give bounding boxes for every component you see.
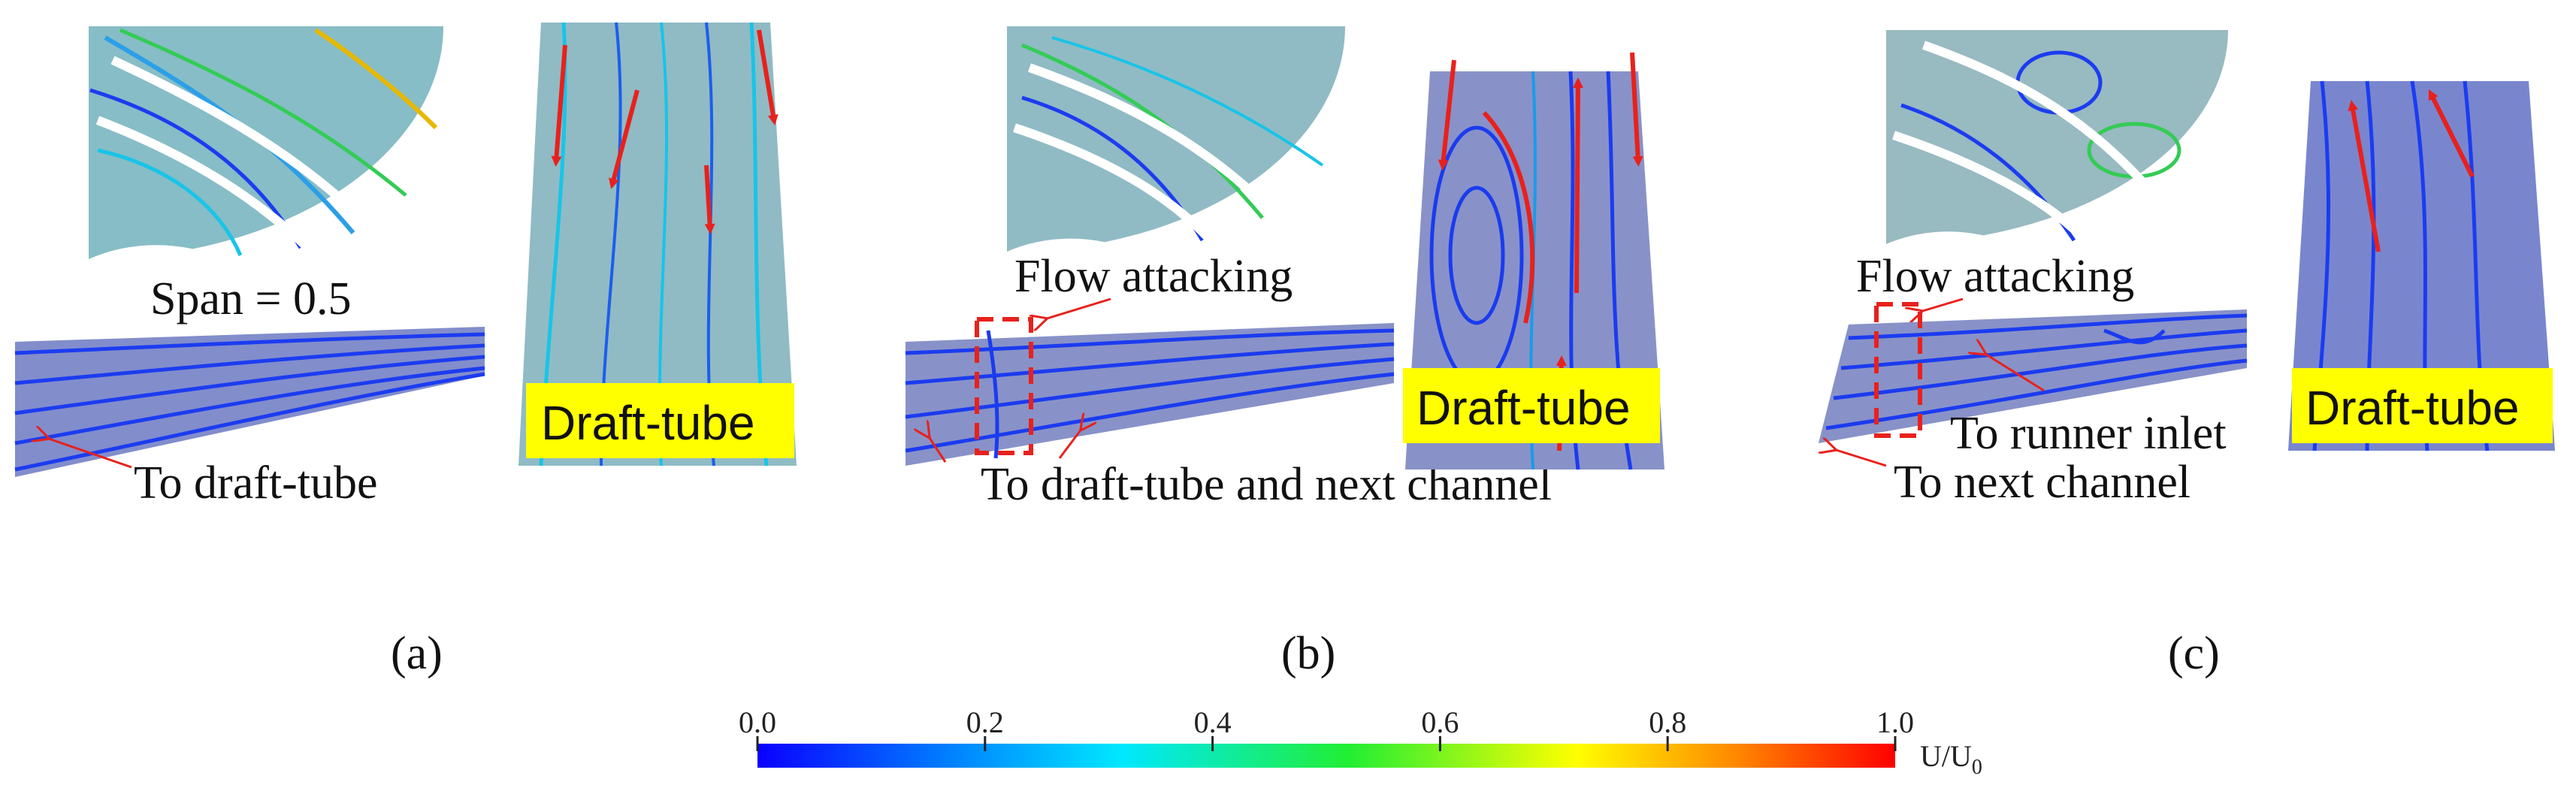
panel-c: Flow attacking To runner inlet To next c… [1819,30,2555,679]
draft-tube-label-c: Draft-tube [2305,381,2520,435]
to-runner-inlet-label: To runner inlet [1950,408,2227,459]
runner-sector-a [89,26,443,259]
panel-b: Flow attacking To draft-tube and next ch… [905,26,1664,679]
arrow-to-draft-tube [47,438,132,469]
colorbar-gradient [757,744,1895,768]
colorbar-tick-label: 0.4 [1194,705,1232,739]
draft-tube-box-a [526,383,794,458]
draft-tube-label-b: Draft-tube [1416,381,1631,435]
panel-letter-a: (a) [391,628,443,679]
draft-tube-a [519,22,797,466]
passage-b [905,317,1395,466]
flow-attacking-label-b: Flow attacking [1014,251,1293,302]
to-draft-tube-label: To draft-tube [134,457,377,509]
panel-a: Span = 0.5 To draft-tube D [14,22,797,679]
to-next-channel-label: To next channel [1894,457,2191,508]
draft-tube-box-b [1403,368,1660,443]
draft-tube-box-c [2292,368,2553,443]
draft-tube-c [2288,80,2555,451]
colorbar: 0.0 0.2 0.4 0.6 0.8 1.0 U/U0 [739,705,1982,779]
span-label: Span = 0.5 [150,273,351,325]
colorbar-tick-label: 0.0 [739,705,776,739]
runner-sector-c [1886,30,2228,248]
passage-a [14,327,485,477]
passage-c [1819,302,2248,443]
panel-letter-c: (c) [2168,628,2220,679]
draft-tube-label-a: Draft-tube [541,396,755,450]
colorbar-tick-label: 0.8 [1649,705,1686,739]
colorbar-tick-label: 0.2 [966,705,1004,739]
runner-sector-b [1007,26,1345,252]
colorbar-unit: U/U0 [1920,739,1982,779]
colorbar-tick-label: 1.0 [1876,705,1914,739]
colorbar-tick-label: 0.6 [1421,705,1459,739]
colorbar-ticks: 0.0 0.2 0.4 0.6 0.8 1.0 [739,705,1914,751]
panel-letter-b: (b) [1281,628,1335,679]
flow-attacking-label-c: Flow attacking [1856,251,2134,302]
